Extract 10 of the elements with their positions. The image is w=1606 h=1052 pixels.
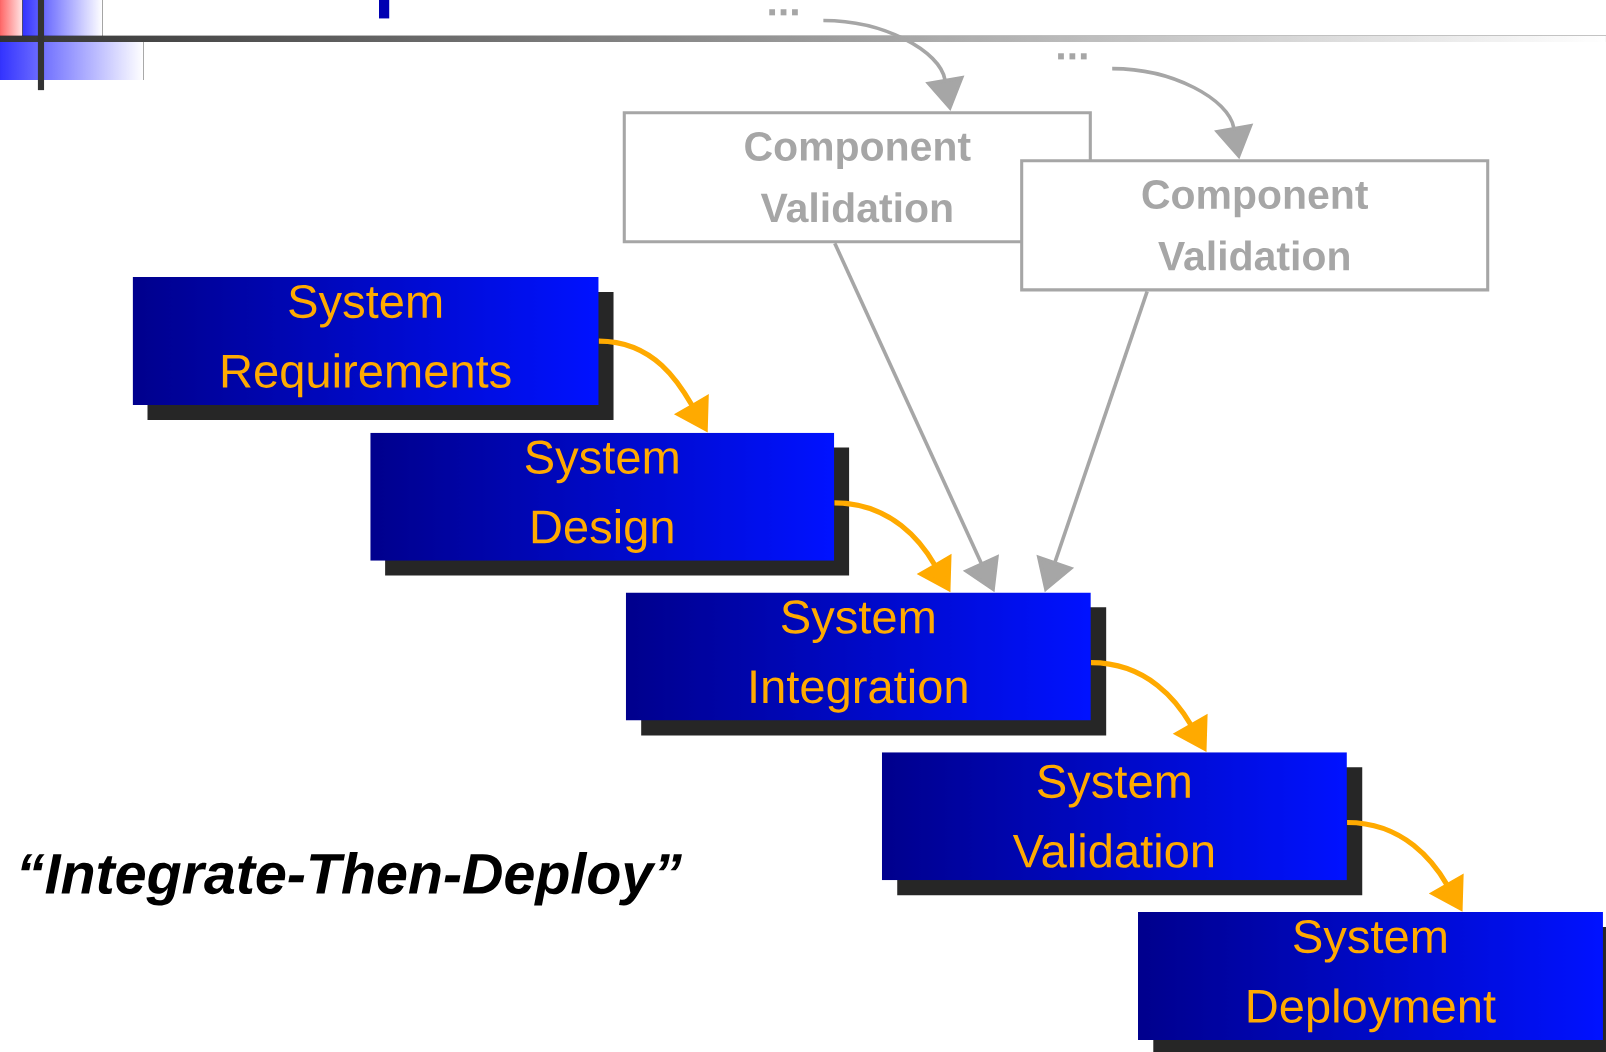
- slogan-text: “Integrate-Then-Deploy”: [21, 852, 682, 906]
- process-box: System Deployment: [1137, 912, 1606, 1052]
- process-box: Component Validation: [1020, 159, 1490, 292]
- ellipsis-text: ...: [1058, 53, 1087, 60]
- process-box: System Design: [370, 432, 850, 576]
- process-box: Component Validation: [622, 111, 1092, 244]
- process-box: System Integration: [625, 592, 1107, 736]
- process-box: System Requirements: [132, 277, 614, 420]
- ellipsis-text: ...: [769, 9, 798, 16]
- process-box: System Validation: [881, 752, 1363, 896]
